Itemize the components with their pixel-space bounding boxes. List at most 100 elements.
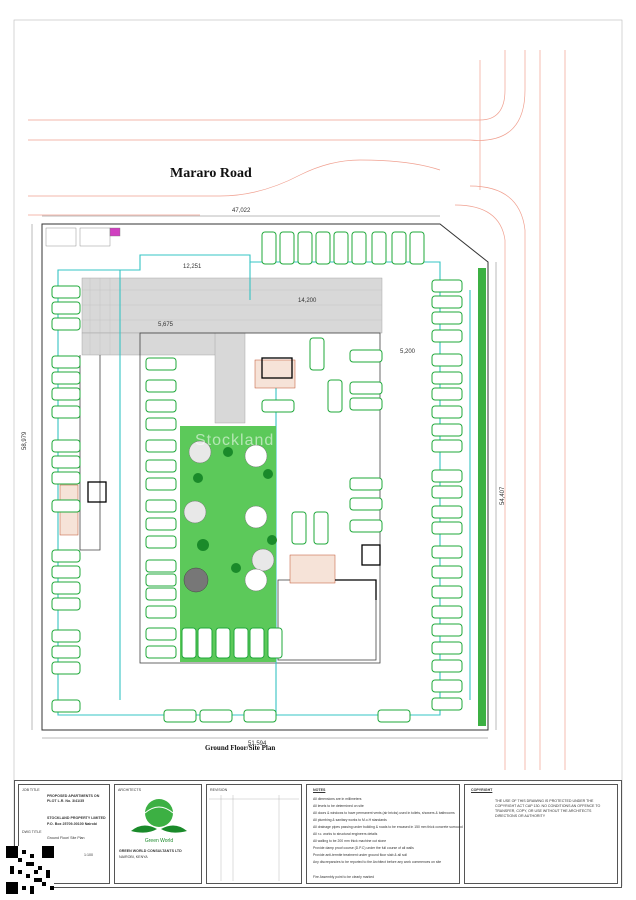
parking-bay — [309, 337, 325, 371]
parking-bay — [431, 485, 463, 499]
revision-panel: REVISION — [206, 784, 302, 884]
parking-bay — [145, 573, 177, 587]
dim-ramp-length: 12,251 — [183, 264, 202, 270]
note-5: All drainage pipes passing under buildin… — [313, 825, 463, 829]
parking-bay — [145, 645, 177, 659]
parking-bay — [431, 679, 463, 693]
note-3: All doors & windows to have permanent ve… — [313, 811, 455, 815]
parking-bay — [51, 699, 81, 713]
drawing-frame — [13, 19, 623, 887]
parking-bay — [145, 399, 177, 413]
dim-right-offset: 5,200 — [400, 349, 416, 355]
dim-left-boundary: 58,979 — [22, 431, 28, 450]
parking-bay — [163, 709, 197, 723]
parking-bay — [349, 497, 383, 511]
dim-drive-length: 14,200 — [298, 298, 317, 304]
approval-note: Fire Assembly point to be clearly marked — [313, 875, 375, 879]
parking-bay — [431, 329, 463, 343]
parking-bay — [51, 645, 81, 659]
logo-text: Green World — [145, 838, 173, 844]
note-7: All walling to be 200 mm thick machine c… — [313, 839, 387, 843]
parking-bay — [267, 627, 283, 659]
parking-bay — [297, 231, 313, 265]
dim-inner-width: 5,675 — [158, 322, 174, 328]
parking-bay — [431, 371, 463, 385]
road-name: Mararo Road — [170, 166, 252, 181]
parking-bays — [51, 231, 463, 723]
parking-bay — [431, 295, 463, 309]
parking-bay — [243, 709, 277, 723]
parking-bay — [145, 477, 177, 491]
parking-bay — [51, 387, 81, 401]
green-world-logo: Green World — [131, 799, 187, 844]
parking-bay — [51, 581, 81, 595]
parking-bay — [431, 545, 463, 559]
parking-bay — [431, 659, 463, 673]
parking-bay — [261, 231, 277, 265]
parking-bay — [51, 565, 81, 579]
parking-bay — [145, 627, 177, 641]
note-4: All plumbing & sanitary works to M.o.H s… — [313, 818, 387, 822]
parking-bay — [145, 417, 177, 431]
parking-bay — [431, 623, 463, 637]
parking-bay — [51, 455, 81, 469]
firm-name: GREEN WORLD CONSULTANTS LTD — [119, 849, 182, 853]
lift-cores — [87, 357, 381, 600]
parking-bay — [199, 709, 233, 723]
parking-bay — [377, 709, 411, 723]
notes-panel: NOTES All dimensions are in millimeters … — [306, 784, 463, 884]
parking-bay — [431, 353, 463, 367]
parking-bay — [145, 587, 177, 601]
parking-bay — [431, 521, 463, 535]
note-8: Provide damp proof course (D.P.C) under … — [313, 846, 414, 850]
parking-bay — [349, 397, 383, 411]
parking-bay — [431, 641, 463, 655]
parking-bay — [431, 697, 463, 711]
parking-bay — [431, 311, 463, 325]
parking-bay — [249, 627, 265, 659]
note-2: All levels to be determined on site — [313, 804, 364, 808]
parking-bay — [351, 231, 367, 265]
parking-bay — [145, 379, 177, 393]
drawing-title: Ground Floor/ Site Plan — [47, 836, 85, 840]
copyright-text: THE USE OF THIS DRAWING IS PROTECTED UND… — [495, 799, 601, 818]
client-pobox: P.O. Box 25709-00100 Nairobi — [47, 822, 98, 826]
parking-bay — [51, 597, 81, 611]
client-name: STOCKLAND PROPERTY LIMITED — [47, 816, 106, 820]
parking-bay — [327, 379, 343, 413]
dim-bottom-boundary: 51,594 — [248, 741, 267, 747]
parking-bay — [51, 471, 81, 485]
parking-bay — [349, 349, 383, 363]
road-outline — [28, 50, 566, 770]
parking-bay — [431, 469, 463, 483]
parking-bay — [51, 371, 81, 385]
parking-bay — [145, 499, 177, 513]
parking-bay — [51, 661, 81, 675]
parking-bay — [51, 317, 81, 331]
parking-bay — [145, 559, 177, 573]
parking-bay — [51, 405, 81, 419]
copyright-label: COPYRIGHT — [471, 788, 493, 792]
parking-bay — [145, 605, 177, 619]
parking-bay — [315, 231, 331, 265]
parking-bay — [233, 627, 249, 659]
parking-bay — [215, 627, 231, 659]
parking-bay — [431, 405, 463, 419]
boundary-hedge — [478, 268, 486, 726]
parking-bay — [261, 399, 295, 413]
job-label: JOB TITLE — [22, 788, 40, 792]
dim-right-boundary: 54,407 — [500, 486, 506, 505]
revision-table — [209, 795, 299, 881]
parking-bay — [333, 231, 349, 265]
drawing-label: DWG TITLE — [22, 830, 42, 834]
watermark-text: Stockland — [195, 432, 275, 449]
parking-bay — [279, 231, 295, 265]
parking-bay — [291, 511, 307, 545]
parking-bay — [51, 439, 81, 453]
parking-bay — [409, 231, 425, 265]
copyright-panel: COPYRIGHT THE USE OF THIS DRAWING IS PRO… — [464, 784, 618, 884]
parking-bay — [431, 565, 463, 579]
firm-address: NAIROBI, KENYA — [119, 855, 148, 859]
parking-bay — [145, 357, 177, 371]
